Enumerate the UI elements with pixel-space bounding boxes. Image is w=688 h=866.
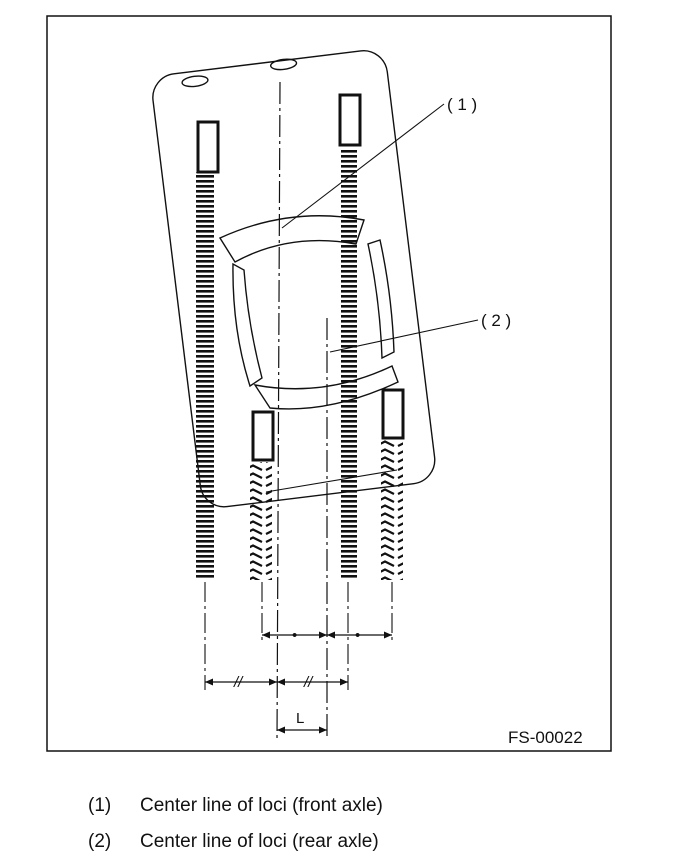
front-right-wheel (338, 93, 362, 147)
offset-label-l: L (296, 710, 304, 727)
leader-line-2 (329, 319, 479, 353)
equal-mark-upper-left: • (292, 627, 297, 644)
front-left-wheel (196, 120, 220, 174)
front-track-dimension (205, 678, 348, 686)
legend-item-front-axle: (1) Center line of loci (front axle) (88, 796, 383, 815)
rear-right-track (381, 440, 403, 580)
leader-line-1 (281, 103, 445, 229)
front-left-track (196, 172, 214, 578)
rear-left-track (250, 462, 272, 580)
rear-axle-connector-line (265, 469, 398, 493)
front-windshield (218, 215, 365, 263)
figure-frame (46, 15, 612, 752)
vehicle-center-line (276, 81, 281, 741)
legend-item-rear-axle: (2) Center line of loci (rear axle) (88, 832, 379, 851)
figure-id: FS-00022 (508, 728, 583, 747)
legend-number: (2) (88, 831, 112, 852)
equal-mark-upper-right: • (355, 627, 360, 644)
left-side-window (232, 262, 263, 388)
callout-1: ( 1 ) (447, 95, 477, 114)
legend-text: Center line of loci (front axle) (140, 795, 383, 816)
callout-2: ( 2 ) (481, 311, 511, 330)
equal-mark-lower-right: // (303, 674, 314, 691)
rear-window (253, 365, 399, 410)
front-right-track (341, 150, 357, 580)
rear-track-dimension (262, 631, 392, 639)
equal-mark-lower-left: // (233, 674, 244, 691)
legend-number: (1) (88, 795, 112, 816)
legend-text: Center line of loci (rear axle) (140, 831, 379, 852)
offset-dimension-l (277, 726, 327, 734)
rear-left-wheel (251, 410, 275, 462)
vehicle-outline (152, 50, 436, 508)
right-side-window (367, 239, 395, 360)
rear-right-wheel (381, 388, 405, 440)
